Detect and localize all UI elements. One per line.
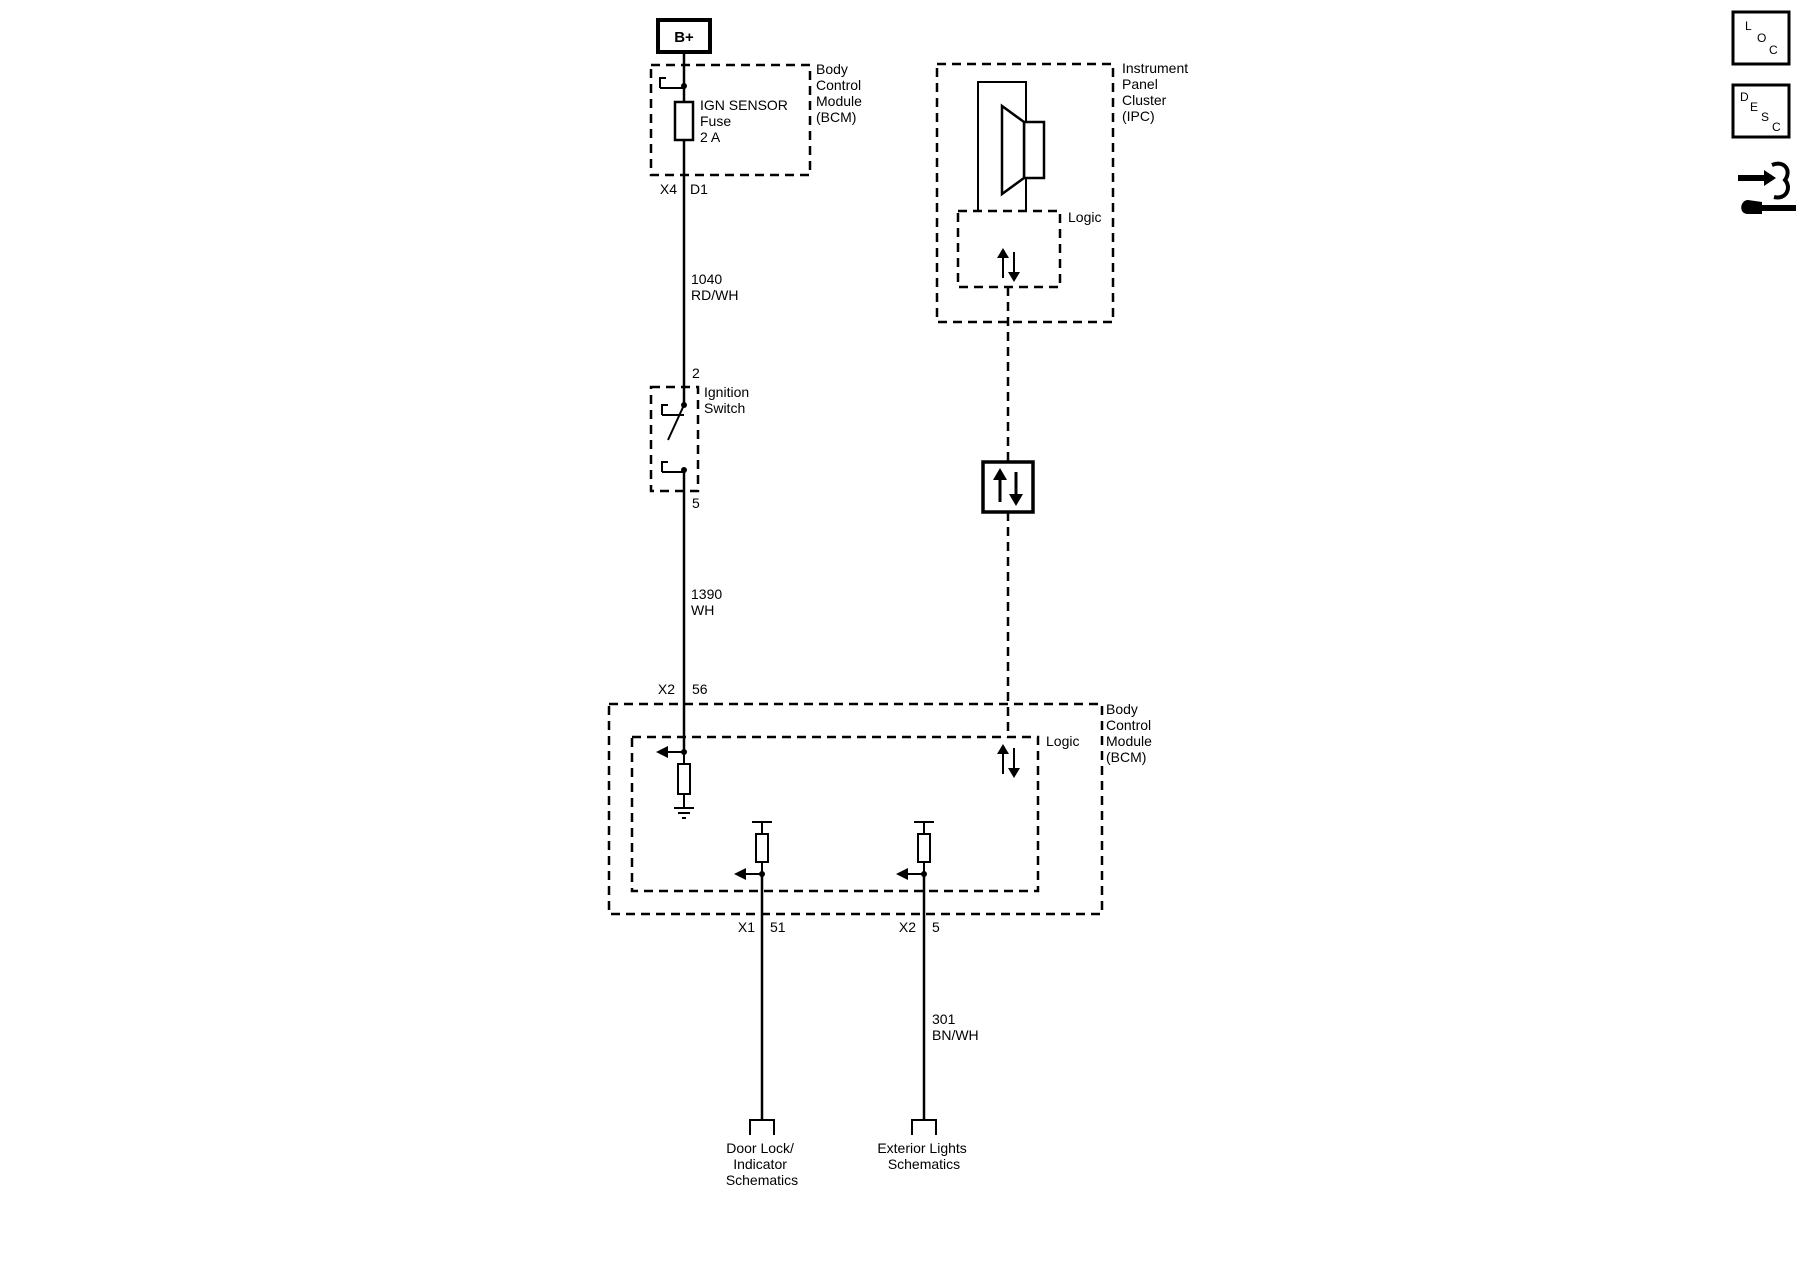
svg-text:Ignition Switch: Ignition Switch xyxy=(704,384,753,416)
ignition-switch: 2 Ignition Switch 5 xyxy=(649,365,753,511)
wire-1040-color: RD/WH xyxy=(691,287,738,303)
bcm-input-connector: X2 xyxy=(658,681,675,697)
exterior-lights-ref-2: Schematics xyxy=(888,1156,960,1172)
loc-letter-l: L xyxy=(1745,19,1752,33)
svg-text:Body Control Modul: Body Control Module (BCM) xyxy=(1106,701,1156,765)
out1-connector: X1 xyxy=(738,919,755,935)
fuse-label-2: Fuse xyxy=(700,113,731,129)
ipc-label-2: Panel xyxy=(1122,76,1158,92)
bcm-bottom-label-2: Control xyxy=(1106,717,1151,733)
loc-letter-o: O xyxy=(1757,31,1766,45)
svg-text:IGN SENSOR Fuse 2: IGN SENSOR Fuse 2 A xyxy=(700,97,792,145)
door-lock-ref-2: Indicator xyxy=(733,1156,787,1172)
ipc-label-3: Cluster xyxy=(1122,92,1167,108)
wire-1390-color: WH xyxy=(691,602,714,618)
bcm-top-label-2: Control xyxy=(816,77,861,93)
bcm-top-connector: X4 xyxy=(660,181,677,197)
door-lock-reference[interactable]: Door Lock/ Indicator Schematics xyxy=(726,1119,798,1188)
fuse-label-1: IGN SENSOR xyxy=(700,97,788,113)
desc-letter-d: D xyxy=(1740,90,1749,104)
wiring-connector-icon[interactable] xyxy=(1738,161,1796,214)
fuse-icon xyxy=(673,100,695,142)
svg-text:1390 WH: 1390 WH xyxy=(691,586,726,618)
bcm-bottom-module: Logic Body Control Module (BCM) xyxy=(607,701,1156,916)
bcm-input-pin: 56 xyxy=(692,681,708,697)
desc-letter-c: C xyxy=(1772,120,1781,134)
ignition-pin-top: 2 xyxy=(692,365,700,381)
desc-button[interactable]: D E S C xyxy=(1731,83,1791,139)
battery-label: B+ xyxy=(674,29,694,46)
speaker-icon xyxy=(977,81,1046,210)
svg-text:Body Control Modul: Body Control Module (BCM) xyxy=(816,61,866,125)
loc-letter-c: C xyxy=(1769,43,1778,57)
svg-text:Door Lock/ Indicator: Door Lock/ Indicator Schematics xyxy=(726,1140,798,1188)
ignition-input-circuit xyxy=(656,746,694,819)
bcm-bottom-label-3: Module xyxy=(1106,733,1152,749)
wire-1390-circuit: 1390 xyxy=(691,586,722,602)
door-lock-ref-3: Schematics xyxy=(726,1172,798,1188)
bcm-bottom-label-1: Body xyxy=(1106,701,1138,717)
svg-text:Instrument Panel C: Instrument Panel Cluster (IPC) xyxy=(1122,60,1192,124)
exterior-lights-ref-1: Exterior Lights xyxy=(877,1140,966,1156)
ipc-label-1: Instrument xyxy=(1122,60,1188,76)
bcm-top-module: Body Control Module (BCM) IGN SENSOR Fus… xyxy=(649,61,866,197)
ipc-module: Instrument Panel Cluster (IPC) Logic xyxy=(935,60,1192,324)
out1-pin: 51 xyxy=(770,919,786,935)
bcm-top-label-4: (BCM) xyxy=(816,109,856,125)
exterior-lights-reference[interactable]: Exterior Lights Schematics xyxy=(877,1119,970,1172)
wire-301-color: BN/WH xyxy=(932,1027,979,1043)
battery-terminal: B+ xyxy=(656,18,712,54)
bcm-top-pin: D1 xyxy=(690,181,708,197)
serial-data-icon xyxy=(981,460,1035,514)
ipc-logic-label: Logic xyxy=(1068,209,1101,225)
desc-letter-s: S xyxy=(1761,110,1769,124)
bcm-top-label-1: Body xyxy=(816,61,848,77)
bcm-top-label-3: Module xyxy=(816,93,862,109)
svg-text:301 BN/WH: 301 BN/WH xyxy=(932,1011,979,1043)
output-wires xyxy=(760,874,926,1120)
out2-pin: 5 xyxy=(932,919,940,935)
ignition-pin-bottom: 5 xyxy=(692,495,700,511)
ignition-label-1: Ignition xyxy=(704,384,749,400)
desc-letter-e: E xyxy=(1750,100,1758,114)
ignition-label-2: Switch xyxy=(704,400,745,416)
fuse-label-3: 2 A xyxy=(700,129,721,145)
bcm-logic-label: Logic xyxy=(1046,733,1079,749)
output-driver-1 xyxy=(734,821,772,880)
wire-301-circuit: 301 xyxy=(932,1011,956,1027)
wire-1040-circuit: 1040 xyxy=(691,271,722,287)
pulldown-resistor xyxy=(677,763,691,795)
svg-text:Exterior Lights Schemati: Exterior Lights Schematics xyxy=(877,1140,970,1172)
bcm-bottom-label-4: (BCM) xyxy=(1106,749,1146,765)
loc-button[interactable]: L O C xyxy=(1731,10,1791,66)
output-driver-2 xyxy=(896,821,934,880)
data-arrows-icon xyxy=(997,248,1020,282)
bcm-data-arrows-icon xyxy=(997,744,1020,778)
ipc-label-4: (IPC) xyxy=(1122,108,1155,124)
ground-icon xyxy=(674,807,694,819)
out2-connector: X2 xyxy=(899,919,916,935)
door-lock-ref-1: Door Lock/ xyxy=(726,1140,794,1156)
svg-text:1040 RD/WH: 1040 RD/WH xyxy=(691,271,738,303)
